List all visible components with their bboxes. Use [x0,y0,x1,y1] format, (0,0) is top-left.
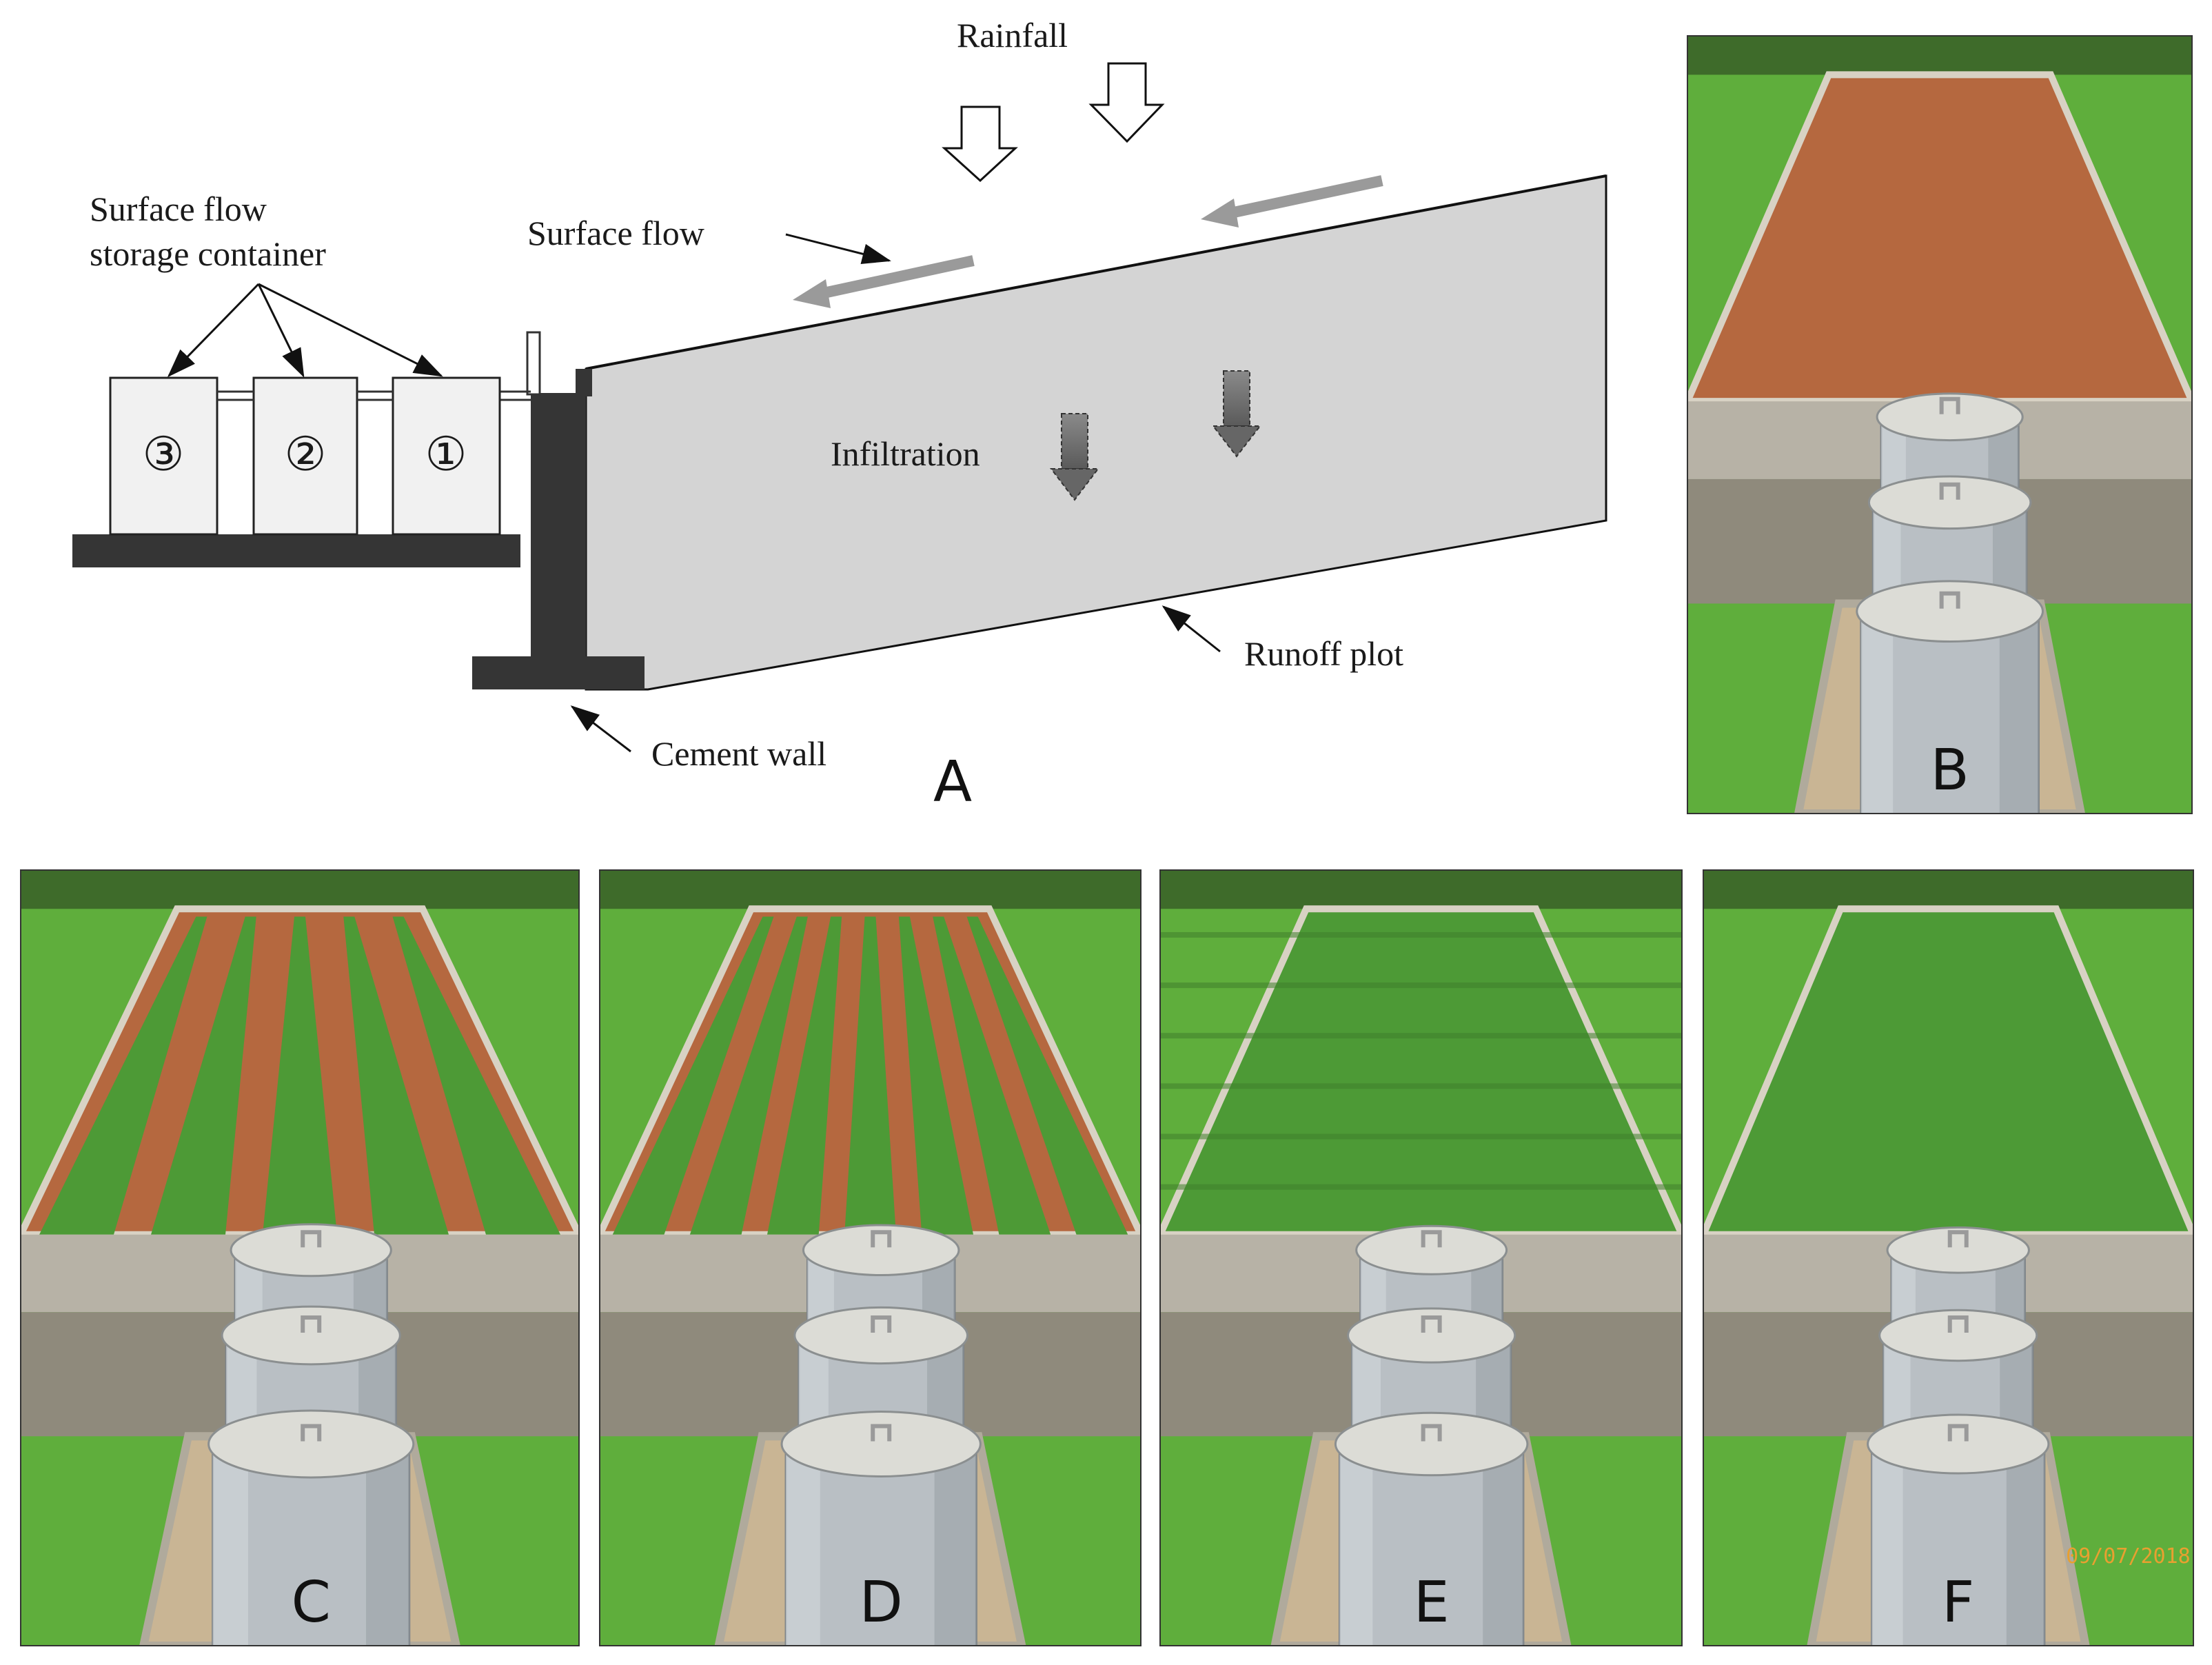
surface-flow-arrow-icon [1201,175,1383,228]
rainfall-arrow-icon [1088,62,1165,143]
runoff-plot-pointer [1161,605,1221,653]
crop-row [844,916,896,1235]
field-plot [1703,905,2193,1238]
crop-row [689,916,808,1235]
photo-date-stamp: 09/07/2018 [2066,1544,2191,1568]
surface-flow-arrow-icon [793,255,975,308]
panel-letter-d: D [860,1570,903,1635]
crop-row [612,916,774,1235]
photo-panel-d: D [599,869,1141,1646]
container-1 [392,376,501,536]
crop-row [392,916,560,1235]
collection-bucket [780,1411,982,1646]
cement-wall-label: Cement wall [651,734,826,773]
container-platform [72,534,520,567]
field-plot [1160,905,1682,1238]
panel-letter-c: C [292,1570,331,1635]
container-pointer-lines [167,283,443,378]
collection-bucket [1334,1411,1529,1646]
cement-wall-shape [472,369,645,689]
panel-letter-b: B [1931,738,1969,803]
container-3-number: ③ [143,428,185,481]
rainfall-arrow-icon [942,105,1018,183]
cement-wall-pointer [570,705,631,753]
collection-bucket [1856,580,2044,814]
crop-row [933,916,1051,1235]
panel-letter-a: A [933,749,972,815]
photo-panel-c: C [20,869,580,1646]
crop-row [966,916,1128,1235]
runoff-plot-label: Runoff plot [1244,634,1403,673]
crop-row [767,916,842,1235]
crop-row [263,916,337,1235]
surface-flow-label: Surface flow [527,214,704,252]
container-2 [252,376,358,536]
infiltration-arrow-icon [1049,413,1100,501]
container-1-number: ① [425,428,467,481]
collection-bucket [207,1409,415,1646]
rainfall-label: Rainfall [957,16,1068,54]
infiltration-arrow-icon [1211,370,1262,458]
panel-letter-e: E [1414,1570,1450,1635]
crop-row [343,916,449,1235]
collection-bucket [1867,1413,2050,1646]
infiltration-label: Infiltration [831,434,980,473]
container-label-line1: Surface flow [90,190,267,228]
panel-letter-f: F [1942,1570,1974,1635]
plot-surface-edge [585,174,1607,370]
container-label-line2: storage container [90,234,326,273]
crop-row [898,916,974,1235]
crop-row [39,916,207,1235]
photo-panel-f: F 09/07/2018 [1703,869,2194,1646]
surface-flow-pointer [785,233,891,264]
container-2-number: ② [285,428,327,481]
photo-panel-e: E [1159,869,1683,1646]
crop-row [151,916,256,1235]
photo-panel-b: B [1687,35,2193,814]
container-connectors [217,390,393,401]
container-3 [109,376,219,536]
field-plot [1687,71,2192,405]
